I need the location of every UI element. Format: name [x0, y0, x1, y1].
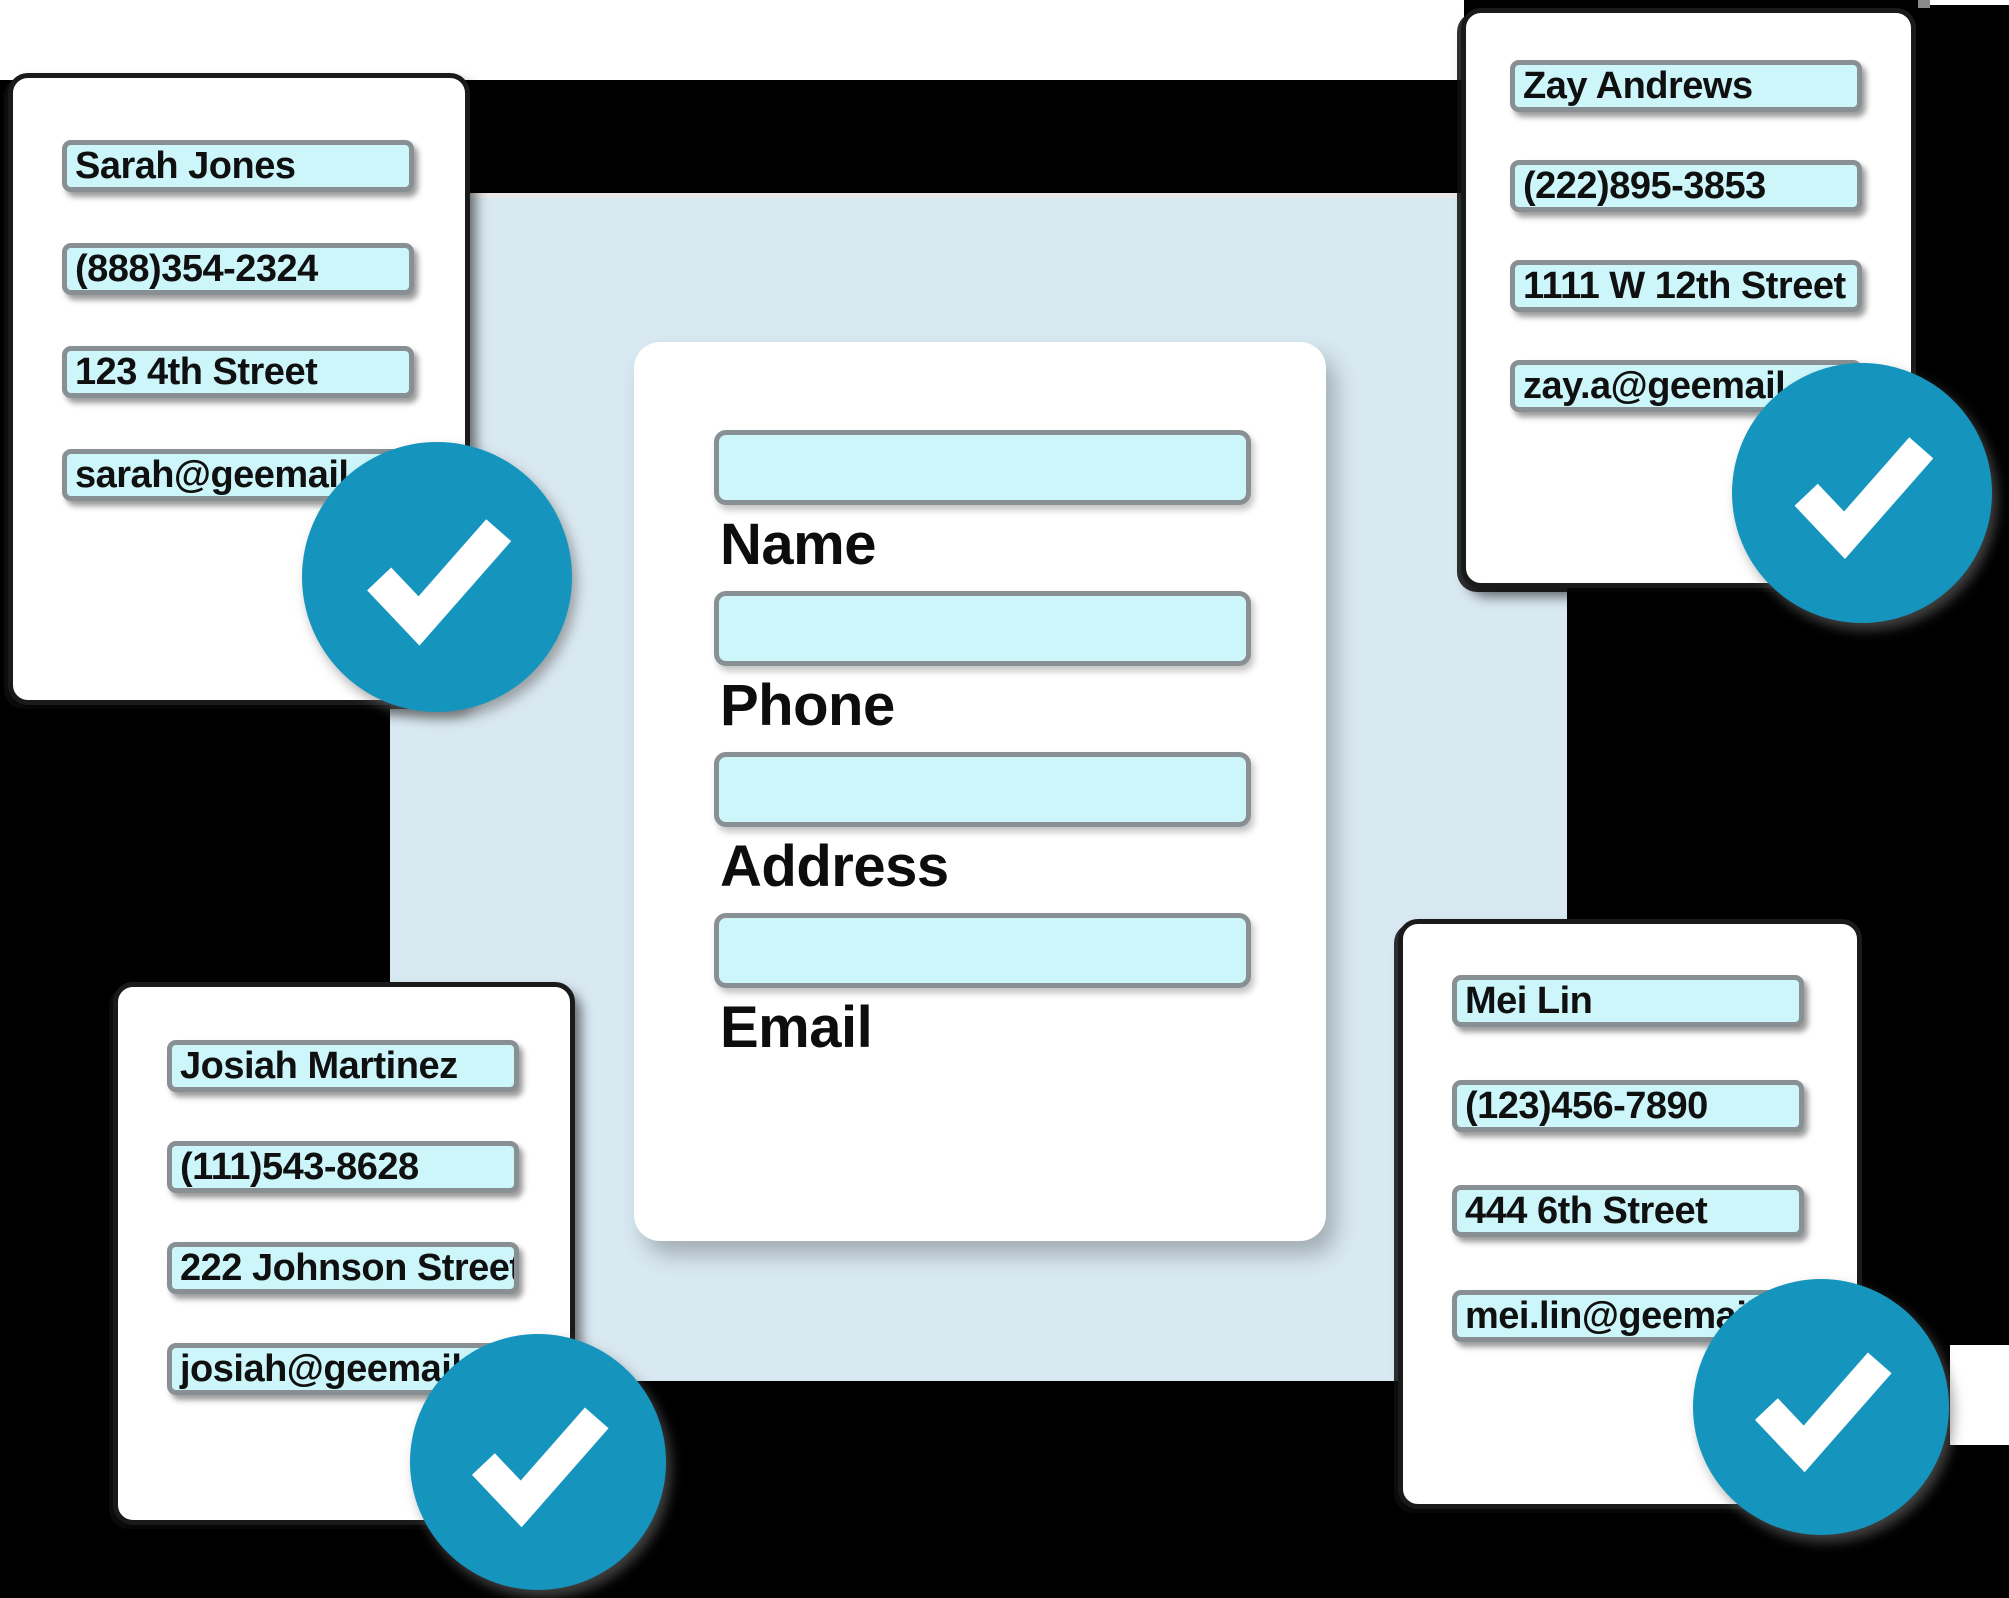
- phone-field[interactable]: (123)456-7890: [1452, 1080, 1804, 1132]
- form-name-label: Name: [720, 512, 876, 577]
- address-field[interactable]: 222 Johnson Street: [167, 1242, 519, 1294]
- contact-card-josiah: Josiah Martinez (111)543-8628 222 Johnso…: [113, 982, 575, 1525]
- name-field[interactable]: Josiah Martinez: [167, 1040, 519, 1092]
- background-top-band: [0, 0, 1464, 80]
- check-icon: [302, 442, 572, 712]
- background-top-right-shadow: [1918, 0, 1930, 8]
- check-icon: [1693, 1279, 1949, 1535]
- address-field[interactable]: 1111 W 12th Street: [1510, 260, 1862, 312]
- name-field[interactable]: Sarah Jones: [62, 140, 414, 192]
- blank-form-card: Name Phone Address Email: [634, 342, 1326, 1241]
- phone-field[interactable]: (111)543-8628: [167, 1141, 519, 1193]
- phone-field[interactable]: (222)895-3853: [1510, 160, 1862, 212]
- form-address-input[interactable]: [714, 752, 1251, 827]
- form-email-input[interactable]: [714, 913, 1251, 988]
- form-address-label: Address: [720, 834, 949, 899]
- check-icon: [1732, 363, 1992, 623]
- background-top-right-sliver: [1930, 0, 2009, 5]
- form-group-email: Email: [714, 913, 1251, 1068]
- name-field[interactable]: Zay Andrews: [1510, 60, 1862, 112]
- address-field[interactable]: 123 4th Street: [62, 346, 414, 398]
- phone-field[interactable]: (888)354-2324: [62, 243, 414, 295]
- form-phone-label: Phone: [720, 673, 895, 738]
- check-icon: [410, 1334, 666, 1590]
- address-field[interactable]: 444 6th Street: [1452, 1185, 1804, 1237]
- form-phone-input[interactable]: [714, 591, 1251, 666]
- form-group-address: Address: [714, 752, 1251, 907]
- form-group-name: Name: [714, 430, 1251, 585]
- checkmark-glyph: [471, 1407, 609, 1528]
- checkmark-glyph: [1794, 437, 1934, 560]
- form-name-input[interactable]: [714, 430, 1251, 505]
- checkmark-glyph: [367, 519, 512, 646]
- background-right-edge-card: [1950, 1345, 2009, 1445]
- checkmark-glyph: [1754, 1352, 1892, 1473]
- name-field[interactable]: Mei Lin: [1452, 975, 1804, 1027]
- form-group-phone: Phone: [714, 591, 1251, 746]
- form-email-label: Email: [720, 995, 873, 1060]
